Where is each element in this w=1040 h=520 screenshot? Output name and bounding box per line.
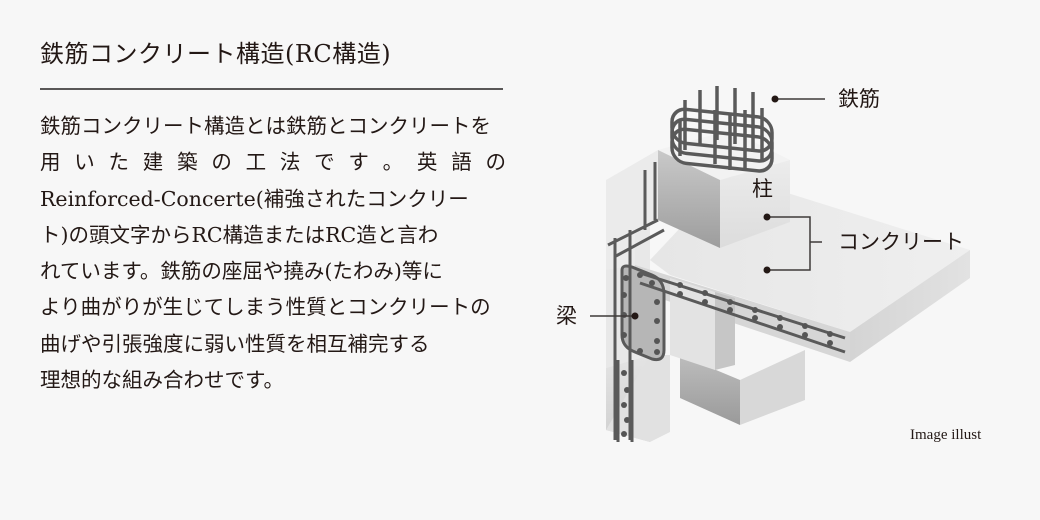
char: す — [348, 150, 369, 175]
char: 用 — [40, 150, 61, 175]
char: の — [211, 150, 232, 175]
body-line: Reinforced-Concerte(補強されたコンクリー — [40, 186, 469, 211]
char: 語 — [451, 150, 472, 175]
body-line: ト)の頭文字からRC構造またはRC造と言わ — [40, 222, 439, 247]
char: 築 — [177, 150, 198, 175]
char: の — [485, 150, 506, 175]
wall-top-rebar — [607, 162, 665, 440]
label-concrete: コンクリート — [838, 230, 964, 254]
leader-dots — [631, 95, 779, 320]
label-column: 柱 — [752, 177, 773, 201]
image-caption: Image illust — [910, 427, 982, 443]
body-line: れています。鉄筋の座屈や撓み(たわみ)等に — [40, 259, 443, 284]
body-line: 曲げや引張強度に弱い性質を相互補完する — [40, 331, 430, 356]
rc-structure-illustration — [590, 86, 970, 442]
column-rebar-cage — [670, 86, 774, 173]
slab-rebar — [639, 271, 846, 354]
body-text: 鉄筋コンクリート構造とは鉄筋とコンクリートを 用 い た 建 築 の 工 法 で… — [40, 108, 506, 398]
body-line: 鉄筋コンクリート構造とは鉄筋とコンクリートを — [40, 114, 491, 138]
body-line: 理想的な組み合わせです。 — [40, 368, 284, 393]
char: た — [108, 150, 130, 175]
char: 英 — [416, 150, 438, 175]
label-rebar: 鉄筋 — [838, 87, 880, 111]
label-beam: 梁 — [556, 304, 577, 328]
body-line: より曲がりが生じてしまう性質とコンクリートの — [40, 295, 491, 320]
beam-section — [620, 264, 666, 362]
char: 工 — [245, 150, 267, 175]
char: 建 — [142, 150, 164, 175]
char: 。 — [382, 150, 404, 175]
char: 法 — [279, 150, 301, 175]
page-title: 鉄筋コンクリート構造(RC構造) — [40, 40, 392, 68]
char: い — [74, 150, 95, 175]
leader-lines — [590, 98, 825, 317]
char: で — [314, 150, 335, 175]
body-line-justified: 用 い た 建 築 の 工 法 で す 。 英 語 の — [40, 144, 506, 180]
title-divider — [40, 88, 503, 90]
